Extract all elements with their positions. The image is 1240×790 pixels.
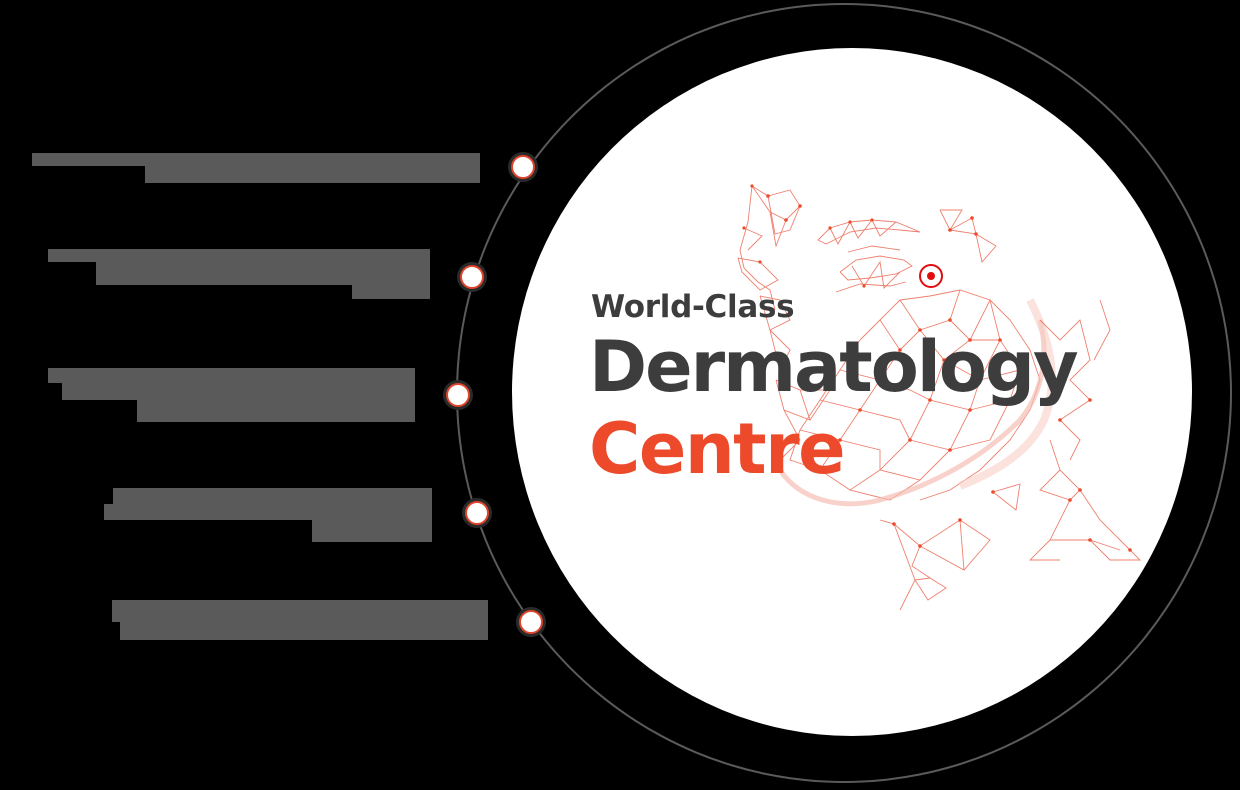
feature-marker-4[interactable]: [465, 501, 489, 525]
headline-dermatology: Dermatology: [589, 326, 1079, 408]
redacted-text-line: [137, 400, 415, 422]
redacted-text-line: [32, 153, 480, 166]
redacted-text-line: [48, 249, 430, 262]
headline-world-class: World-Class: [591, 289, 795, 325]
headline-centre: Centre: [589, 408, 846, 490]
feature-marker-1[interactable]: [511, 155, 535, 179]
target-icon[interactable]: [919, 264, 943, 288]
redacted-text-line: [120, 622, 488, 640]
feature-marker-3[interactable]: [446, 383, 470, 407]
redacted-text-line: [113, 488, 432, 504]
redacted-text-line: [96, 262, 430, 285]
target-dot: [927, 272, 935, 280]
feature-marker-5[interactable]: [519, 610, 543, 634]
feature-marker-2[interactable]: [460, 265, 484, 289]
redacted-text-line: [352, 285, 430, 299]
redacted-text-line: [312, 520, 432, 542]
redacted-text-line: [62, 383, 415, 400]
redacted-text-line: [48, 368, 415, 383]
redacted-text-line: [145, 166, 480, 183]
redacted-text-line: [112, 600, 488, 622]
redacted-text-line: [104, 504, 432, 520]
